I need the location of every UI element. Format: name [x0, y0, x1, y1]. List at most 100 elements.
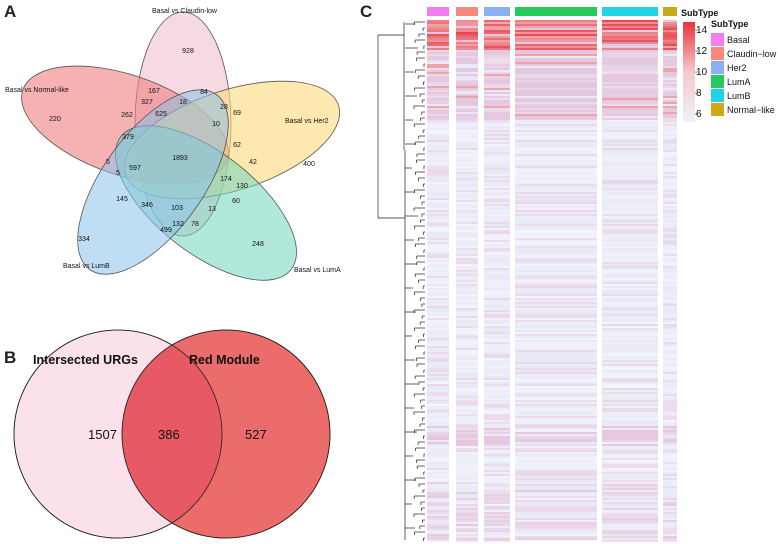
heatmap-row-band: [515, 238, 597, 240]
heatmap-row-band: [484, 502, 510, 504]
heatmap-row-band: [602, 480, 658, 482]
heatmap-row-band: [515, 468, 597, 470]
heatmap-row-band: [663, 20, 677, 22]
scale-tick-label: 6: [696, 109, 702, 120]
heatmap-row-band: [602, 272, 658, 274]
heatmap-row-band: [663, 386, 677, 388]
heatmap-row-band: [456, 284, 478, 286]
heatmap-row-band: [484, 126, 510, 128]
heatmap-row-band: [427, 540, 449, 542]
heatmap-row-band: [602, 496, 658, 498]
heatmap-row-band: [663, 274, 677, 276]
heatmap-row-band: [515, 102, 597, 104]
heatmap-row-band: [456, 298, 478, 300]
region-count: 248: [252, 241, 264, 248]
heatmap-row-band: [427, 452, 449, 454]
heatmap-row-band: [456, 62, 478, 64]
heatmap-row-band: [456, 476, 478, 478]
heatmap-row-band: [456, 410, 478, 412]
heatmap-row-band: [515, 322, 597, 324]
heatmap-row-band: [602, 174, 658, 176]
heatmap-row-band: [484, 364, 510, 366]
heatmap-row-band: [663, 328, 677, 330]
heatmap-row-band: [427, 88, 449, 90]
heatmap-row-band: [456, 98, 478, 100]
heatmap-row-band: [484, 522, 510, 524]
heatmap-row-band: [602, 32, 658, 34]
heatmap-row-band: [602, 176, 658, 178]
heatmap-row-band: [663, 402, 677, 404]
heatmap-row-band: [456, 420, 478, 422]
heatmap-row-band: [484, 154, 510, 156]
heatmap-row-band: [515, 520, 597, 522]
heatmap-row-band: [484, 426, 510, 428]
heatmap-row-band: [456, 264, 478, 266]
heatmap-row-band: [515, 66, 597, 68]
heatmap-row-band: [427, 176, 449, 178]
heatmap-row-band: [484, 526, 510, 528]
heatmap-row-band: [515, 472, 597, 474]
venn-region-counts: 928 220 400 248 334 167 84 327 28 69 262…: [49, 48, 315, 248]
heatmap-row-band: [663, 428, 677, 430]
heatmap-row-band: [515, 132, 597, 134]
region-count: 499: [160, 227, 172, 234]
heatmap-row-band: [515, 188, 597, 190]
legend-swatch: [711, 103, 724, 116]
heatmap-row-band: [515, 334, 597, 336]
heatmap-row-band: [456, 500, 478, 502]
heatmap-row-band: [484, 352, 510, 354]
heatmap-row-band: [663, 376, 677, 378]
heatmap-row-band: [515, 504, 597, 506]
heatmap-row-band: [456, 486, 478, 488]
heatmap-row-band: [427, 414, 449, 416]
heatmap-row-band: [515, 240, 597, 242]
heatmap-row-band: [484, 288, 510, 290]
heatmap-row-band: [663, 240, 677, 242]
heatmap-row-band: [602, 68, 658, 70]
heatmap-row-band: [427, 252, 449, 254]
heatmap-row-band: [515, 370, 597, 372]
heatmap-row-band: [484, 462, 510, 464]
heatmap-row-band: [602, 502, 658, 504]
heatmap-row-band: [484, 168, 510, 170]
heatmap-row-band: [484, 404, 510, 406]
heatmap-row-band: [456, 120, 478, 122]
heatmap-row-band: [602, 348, 658, 350]
heatmap-row-band: [515, 100, 597, 102]
heatmap-row-band: [427, 344, 449, 346]
heatmap-row-band: [484, 140, 510, 142]
heatmap-row-band: [602, 154, 658, 156]
heatmap-row-band: [663, 48, 677, 50]
heatmap-row-band: [602, 430, 658, 432]
heatmap-row-band: [484, 84, 510, 86]
heatmap-row-band: [427, 308, 449, 310]
heatmap-row-band: [484, 80, 510, 82]
heatmap-row-band: [602, 190, 658, 192]
heatmap-row-band: [456, 292, 478, 294]
heatmap-row-band: [484, 430, 510, 432]
heatmap-row-band: [456, 514, 478, 516]
heatmap-row-band: [427, 284, 449, 286]
heatmap-row-band: [427, 338, 449, 340]
heatmap-row-band: [663, 358, 677, 360]
heatmap-row-band: [456, 142, 478, 144]
heatmap-row-band: [515, 344, 597, 346]
heatmap-row-band: [427, 330, 449, 332]
heatmap-row-band: [456, 42, 478, 44]
heatmap-row-band: [602, 456, 658, 458]
heatmap-row-band: [484, 368, 510, 370]
heatmap-row-band: [663, 326, 677, 328]
heatmap-row-band: [602, 508, 658, 510]
heatmap-row-band: [427, 464, 449, 466]
heatmap-row-band: [427, 530, 449, 532]
heatmap-row-band: [456, 436, 478, 438]
heatmap-row-band: [515, 368, 597, 370]
set-label-normal-like: Basal vs Normal-like: [5, 87, 69, 94]
heatmap-row-band: [602, 504, 658, 506]
heatmap-row-band: [602, 388, 658, 390]
heatmap-row-band: [484, 42, 510, 44]
heatmap-row-band: [427, 62, 449, 64]
heatmap-row-band: [427, 122, 449, 124]
heatmap-row-band: [484, 268, 510, 270]
heatmap-row-band: [484, 172, 510, 174]
